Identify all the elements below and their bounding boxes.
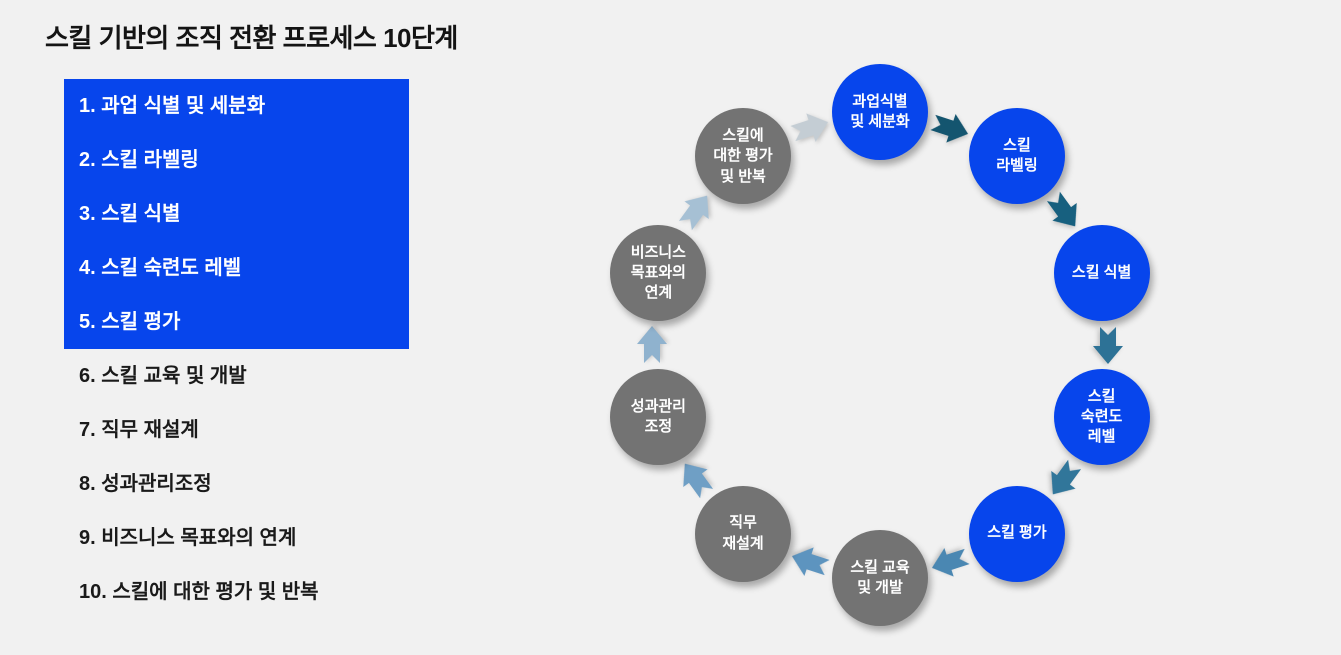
cycle-arrow-10-to-1 bbox=[785, 106, 834, 151]
page-title: 스킬 기반의 조직 전환 프로세스 10단계 bbox=[45, 23, 458, 53]
cycle-step-1: 과업식별 및 세분화 bbox=[832, 64, 928, 160]
cycle-step-7: 직무 재설계 bbox=[695, 485, 792, 582]
flow-arrow-icon bbox=[1093, 327, 1123, 364]
flow-arrow-icon bbox=[930, 114, 969, 143]
cycle-step-label: 스킬 교육 및 개발 bbox=[850, 558, 910, 596]
cycle-arrow-6-to-7 bbox=[785, 539, 834, 584]
step-list-item-9: 9. 비즈니스 목표와의 연계 bbox=[79, 527, 297, 549]
cycle-step-label: 스킬 평가 bbox=[987, 524, 1047, 542]
step-list-item-8: 8. 성과관리조정 bbox=[79, 473, 212, 495]
step-list-item-2: 2. 스킬 라벨링 bbox=[79, 149, 199, 171]
cycle-arrow-8-to-9 bbox=[635, 325, 669, 365]
step-list-item-3: 3. 스킬 식별 bbox=[79, 203, 181, 225]
cycle-step-10: 스킬에 대한 평가 및 반복 bbox=[695, 108, 792, 205]
step-list: 1. 과업 식별 및 세분화 2. 스킬 라벨링 3. 스킬 식별 4. 스킬 숙련도… bbox=[64, 79, 409, 619]
cycle-step-label: 성과관리 조정 bbox=[630, 397, 686, 435]
cycle-arrow-7-to-8 bbox=[670, 453, 721, 505]
cycle-step-label: 스킬에 대한 평가 및 반복 bbox=[713, 127, 773, 185]
flow-arrow-icon bbox=[678, 195, 709, 231]
cycle-step-5: 스킬 평가 bbox=[968, 485, 1065, 582]
step-list-item-4: 4. 스킬 숙련도 레벨 bbox=[79, 257, 242, 279]
flow-arrow-icon bbox=[932, 547, 971, 577]
step-list-item-1: 1. 과업 식별 및 세분화 bbox=[79, 95, 266, 117]
cycle-arrow-3-to-4 bbox=[1091, 325, 1125, 365]
step-list-item-5: 5. 스킬 평가 bbox=[79, 311, 181, 333]
cycle-step-label: 직무 재설계 bbox=[722, 514, 764, 552]
cycle-step-3: 스킬 식별 bbox=[1053, 224, 1150, 321]
cycle-step-label: 비즈니스 목표와의 연계 bbox=[630, 243, 686, 302]
flow-arrow-icon bbox=[637, 326, 667, 363]
cycle-step-label: 스킬 라벨링 bbox=[996, 137, 1038, 175]
cycle-arrow-9-to-10 bbox=[670, 185, 721, 237]
cycle-arrow-1-to-2 bbox=[926, 106, 975, 151]
cycle-arrow-5-to-6 bbox=[926, 539, 975, 584]
cycle-step-8: 성과관리 조정 bbox=[610, 369, 707, 465]
step-list-item-7: 7. 직무 재설계 bbox=[79, 419, 199, 441]
step-list-item-10: 10. 스킬에 대한 평가 및 반복 bbox=[79, 581, 319, 603]
flow-arrow-icon bbox=[1047, 191, 1078, 227]
flow-arrow-icon bbox=[791, 547, 830, 576]
cycle-step-4: 스킬 숙련도 레벨 bbox=[1053, 369, 1150, 465]
cycle-arrow-2-to-3 bbox=[1039, 185, 1090, 237]
cycle-step-label: 스킬 식별 bbox=[1071, 263, 1132, 281]
step-list-item-6: 6. 스킬 교육 및 개발 bbox=[79, 365, 247, 387]
cycle-step-2: 스킬 라벨링 bbox=[968, 108, 1065, 205]
cycle-arrow-4-to-5 bbox=[1039, 453, 1090, 505]
flow-arrow-icon bbox=[1051, 459, 1082, 495]
cycle-step-9: 비즈니스 목표와의 연계 bbox=[610, 224, 707, 321]
flow-arrow-icon bbox=[682, 463, 713, 499]
highlight-box bbox=[64, 79, 409, 349]
cycle-step-label: 스킬 숙련도 레벨 bbox=[1080, 387, 1123, 446]
flow-arrow-icon bbox=[789, 113, 828, 143]
cycle-step-6: 스킬 교육 및 개발 bbox=[832, 530, 928, 626]
cycle-step-label: 과업식별 및 세분화 bbox=[850, 92, 910, 130]
